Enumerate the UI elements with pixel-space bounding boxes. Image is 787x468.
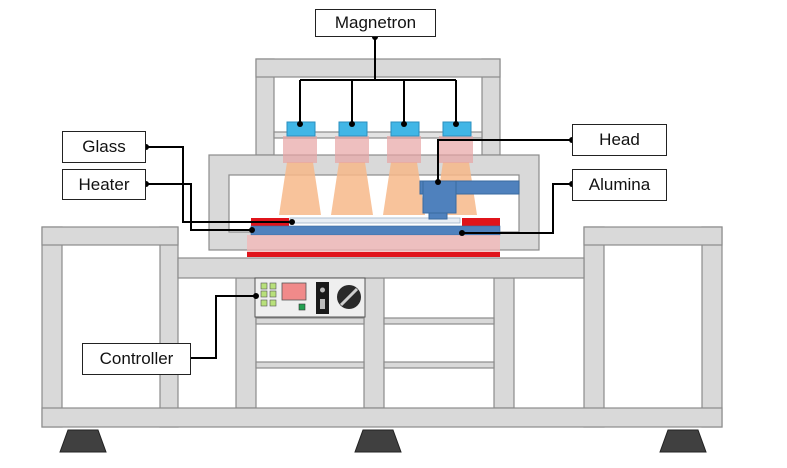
- magnetron-label: Magnetron: [315, 9, 436, 37]
- head-label: Head: [572, 124, 667, 156]
- shelf-rail-3: [255, 361, 365, 369]
- controller-display-icon: [281, 282, 307, 301]
- waveguide-3: [387, 136, 421, 163]
- shelf-rail-1: [255, 317, 365, 325]
- head-block: [422, 180, 457, 214]
- heater-glow: [247, 235, 500, 252]
- beam-1: [279, 162, 321, 215]
- lower-frame: [41, 226, 723, 428]
- frame-right-top-rail: [583, 226, 723, 246]
- controller-button-icon: [269, 299, 277, 307]
- knob-marker-icon: [339, 287, 359, 307]
- controller-button-icon: [260, 282, 268, 290]
- shelf-rail-4: [383, 361, 495, 369]
- upper-frame-top-rail: [255, 58, 501, 78]
- controller-leader: [191, 295, 256, 359]
- upper-frame: [255, 58, 501, 156]
- alumina-dot: [459, 230, 465, 236]
- head-dot: [435, 179, 441, 185]
- caster-wheels: [59, 429, 707, 453]
- upper-frame-shelf: [273, 131, 483, 139]
- heater-assembly: [247, 217, 501, 257]
- caster-wheel-icon: [659, 429, 707, 453]
- frame-left-inner-post: [159, 226, 179, 428]
- leader-lines: [146, 37, 572, 359]
- head-tip: [428, 212, 448, 220]
- glass-label: Glass: [62, 131, 146, 163]
- controller-panel: [254, 277, 366, 318]
- shelf-rail-2: [383, 317, 495, 325]
- controller-button-icon: [260, 299, 268, 307]
- controller-dot: [253, 293, 259, 299]
- heater-dot: [249, 227, 255, 233]
- controller-switch-slot-icon: [320, 299, 325, 309]
- magnetron-dot: [453, 121, 459, 127]
- heater-label: Heater: [62, 169, 146, 200]
- alumina-label: Alumina: [572, 169, 667, 201]
- frame-left-top-rail: [41, 226, 179, 246]
- frame-right-outer-post: [701, 226, 723, 428]
- beam-2: [331, 162, 373, 215]
- glass-dot: [289, 219, 295, 225]
- controller-button-icon: [260, 290, 268, 298]
- magnetron-dot: [297, 121, 303, 127]
- head: [419, 180, 520, 220]
- magnetron-dot: [401, 121, 407, 127]
- frame-left-outer-post: [41, 226, 63, 428]
- magnetrons: [286, 121, 472, 137]
- alumina-leader: [462, 183, 572, 234]
- heater-leader: [146, 183, 252, 231]
- frame-bottom-rail: [41, 407, 723, 428]
- caster-wheel-icon: [354, 429, 402, 453]
- frame-right-inner-post: [583, 226, 605, 428]
- caster-wheel-icon: [59, 429, 107, 453]
- beam-3: [383, 162, 425, 215]
- table-top: [177, 257, 585, 279]
- heater-base: [247, 252, 500, 257]
- head-leader: [437, 139, 572, 182]
- magnetron-leader: [299, 37, 457, 124]
- controller-switch-icon: [316, 282, 329, 314]
- waveguide-2: [335, 136, 369, 163]
- frame-mid-post-2: [363, 277, 385, 409]
- frame-mid-post-3: [493, 277, 515, 409]
- controller-label: Controller: [82, 343, 191, 375]
- controller-button-icon: [269, 290, 277, 298]
- controller-button-icon: [269, 282, 277, 290]
- magnetron-dot: [349, 121, 355, 127]
- waveguide-1: [283, 136, 317, 163]
- controller-switch-dot-icon: [320, 287, 325, 293]
- frame-mid-post-1: [235, 277, 257, 409]
- controller-indicator-icon: [298, 303, 306, 311]
